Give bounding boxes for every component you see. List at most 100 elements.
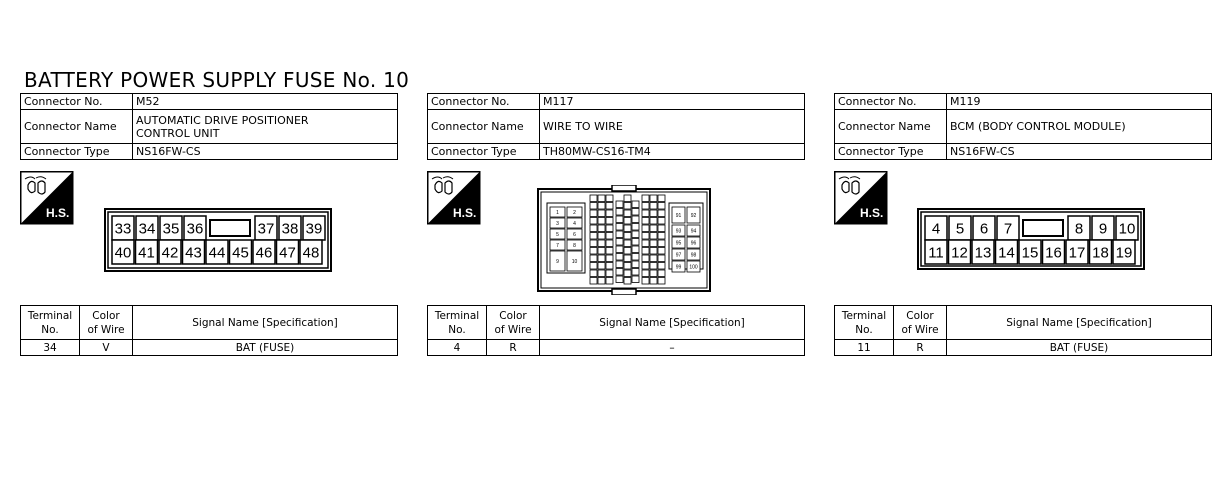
connector-pin-cell bbox=[671, 224, 686, 237]
connector-pin-cell bbox=[566, 217, 583, 229]
connector-pin-cell bbox=[649, 209, 658, 217]
connector-pin-cell bbox=[623, 202, 632, 210]
connector-pin-cell bbox=[275, 239, 300, 265]
connector-pin-cell bbox=[134, 239, 159, 265]
table-row: 4 R – bbox=[427, 339, 805, 356]
connector-pin-cell bbox=[597, 224, 606, 232]
connector-pin-label: 18 bbox=[1092, 244, 1109, 261]
hs-harness-side-icon: H.S. bbox=[427, 171, 481, 225]
color-cell: V bbox=[79, 339, 133, 356]
connector-pin-cell bbox=[623, 217, 632, 225]
connector-pin-cell bbox=[605, 262, 614, 270]
connector-type-value: TH80MW-CS16-TM4 bbox=[539, 143, 805, 160]
m117-center-pin-matrix bbox=[589, 194, 666, 285]
connector-pin-label: 5 bbox=[956, 220, 964, 237]
signal-header: Signal Name [Specification] bbox=[132, 305, 398, 340]
connector-pin-cell bbox=[641, 247, 650, 255]
connector-pin-cell bbox=[615, 245, 624, 253]
signal-cell: – bbox=[539, 339, 805, 356]
connector-pin-cell bbox=[641, 224, 650, 232]
connector-pin-cell bbox=[641, 194, 650, 202]
connector-pin-cell bbox=[589, 247, 598, 255]
connector-no-value: M117 bbox=[539, 93, 805, 110]
connector-pin-label: 41 bbox=[138, 244, 155, 261]
connector-pin-cell bbox=[605, 209, 614, 217]
connector-pin-label: 42 bbox=[162, 244, 179, 261]
connector-pin-cell bbox=[686, 236, 701, 249]
connector-pin-cell bbox=[631, 223, 640, 231]
connector-pin-cell bbox=[605, 224, 614, 232]
connector-block-m52: Connector No.M52 Connector Name AUTOMATI… bbox=[20, 93, 398, 363]
connector-pin-label: 15 bbox=[1022, 244, 1039, 261]
connector-pin-cell bbox=[605, 194, 614, 202]
connector-pin-cell bbox=[549, 239, 566, 251]
connector-pin-cell bbox=[623, 239, 632, 247]
connector-pin-cell bbox=[924, 239, 948, 265]
connector-pin-cell bbox=[657, 254, 666, 262]
connector-pin-label: 4 bbox=[573, 221, 576, 227]
connector-pin-label: 44 bbox=[209, 244, 226, 261]
connector-pin-label: 10 bbox=[572, 259, 578, 265]
signal-header: Signal Name [Specification] bbox=[539, 305, 805, 340]
connector-pin-label: 98 bbox=[691, 252, 697, 258]
connector-type-value: NS16FW-CS bbox=[946, 143, 1212, 160]
connector-no-label: Connector No. bbox=[20, 93, 133, 110]
connector-pin-label: 43 bbox=[185, 244, 202, 261]
connector-pin-cell bbox=[649, 269, 658, 277]
connector-pin-label: 7 bbox=[1004, 220, 1012, 237]
connector-pin-cell bbox=[597, 277, 606, 285]
connector-pin-cell bbox=[686, 248, 701, 261]
connector-pin-cell bbox=[605, 239, 614, 247]
terminal-cell: 4 bbox=[427, 339, 487, 356]
connector-pin-cell bbox=[649, 194, 658, 202]
connector-pin-label: 6 bbox=[980, 220, 988, 237]
connector-pin-cell bbox=[589, 254, 598, 262]
connector-pin-label: 47 bbox=[279, 244, 296, 261]
connector-pin-cell bbox=[657, 269, 666, 277]
connector-info-table: Connector No.M52 Connector Name AUTOMATI… bbox=[20, 93, 398, 160]
connector-pin-cell bbox=[623, 194, 632, 202]
connector-pin-cell bbox=[623, 232, 632, 240]
connector-pin-label: 91 bbox=[676, 213, 682, 219]
connector-pin-cell bbox=[111, 239, 135, 265]
connector-pin-cell bbox=[657, 224, 666, 232]
connector-pin-cell bbox=[615, 253, 624, 261]
connector-pin-label: 14 bbox=[998, 244, 1015, 261]
connector-pin-cell bbox=[1065, 239, 1089, 265]
connector-pin-label: 11 bbox=[928, 244, 944, 261]
connector-pin-cell bbox=[605, 277, 614, 285]
connector-pin-cell bbox=[1112, 239, 1136, 265]
connector-pin-label: 9 bbox=[1099, 220, 1107, 237]
connector-pin-cell bbox=[615, 260, 624, 268]
connector-name-line1: AUTOMATIC DRIVE POSITIONER bbox=[136, 113, 309, 127]
connector-pin-cell bbox=[657, 209, 666, 217]
connector-pin-cell bbox=[597, 269, 606, 277]
connector-pin-label: 37 bbox=[258, 220, 275, 237]
connector-type-label: Connector Type bbox=[20, 143, 133, 160]
connector-pin-cell bbox=[631, 238, 640, 246]
connector-pin-cell bbox=[1088, 239, 1113, 265]
connector-pin-cell bbox=[1041, 239, 1066, 265]
connector-pin-cell bbox=[641, 269, 650, 277]
connector-pin-label: 19 bbox=[1116, 244, 1133, 261]
connector-pin-cell bbox=[649, 217, 658, 225]
connector-pin-cell bbox=[589, 269, 598, 277]
connector-pin-cell bbox=[686, 206, 701, 224]
connector-pin-cell bbox=[657, 262, 666, 270]
connector-pin-cell bbox=[597, 232, 606, 240]
connector-pin-cell bbox=[615, 275, 624, 283]
connector-pin-cell bbox=[605, 232, 614, 240]
connector-pin-cell bbox=[649, 224, 658, 232]
connector-pin-cell bbox=[631, 275, 640, 283]
connector-pin-cell bbox=[971, 239, 995, 265]
connector-pin-label: 17 bbox=[1069, 244, 1086, 261]
connector-pin-cell bbox=[566, 250, 583, 272]
connector-pin-label: 33 bbox=[115, 220, 132, 237]
connector-pin-label: 46 bbox=[256, 244, 273, 261]
